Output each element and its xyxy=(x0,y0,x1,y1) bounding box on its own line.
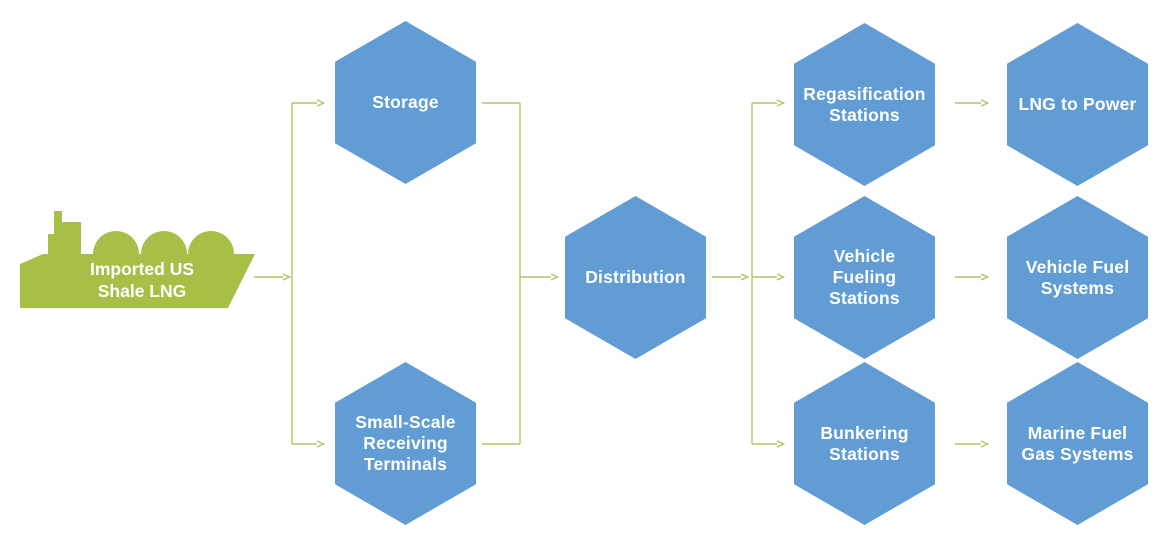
ship-bridge xyxy=(62,222,81,256)
ship-tank-dome-1 xyxy=(93,231,139,254)
node-lng-to-power: LNG to Power xyxy=(1007,23,1148,186)
node-storage: Storage xyxy=(335,21,476,184)
node-label: Marine Fuel Gas Systems xyxy=(1021,422,1134,464)
node-label: Small-Scale Receiving Terminals xyxy=(355,412,456,474)
node-label: Bunkering Stations xyxy=(820,422,909,464)
ship-tank-dome-3 xyxy=(188,231,234,254)
node-label: Distribution xyxy=(585,267,686,287)
node-label: Vehicle Fuel Systems xyxy=(1025,256,1130,298)
node-label: Regasification Stations xyxy=(803,83,926,125)
node-label: Vehicle Fueling Stations xyxy=(829,246,900,308)
node-label: LNG to Power xyxy=(1018,94,1137,114)
ship-deckhouse xyxy=(48,234,63,256)
ship-hull xyxy=(20,254,255,308)
source-label: Imported US Shale LNG xyxy=(89,259,195,301)
ship-funnel xyxy=(54,211,62,235)
node-label: Storage xyxy=(372,92,439,112)
ship-tank-dome-2 xyxy=(141,231,187,254)
node-regasification-stations: Regasification Stations xyxy=(794,23,935,186)
